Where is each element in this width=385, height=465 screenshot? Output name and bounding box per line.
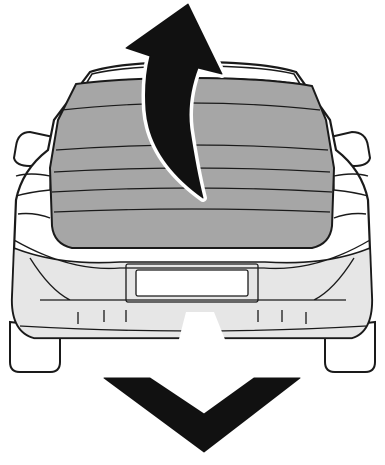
- license-plate: [136, 270, 248, 296]
